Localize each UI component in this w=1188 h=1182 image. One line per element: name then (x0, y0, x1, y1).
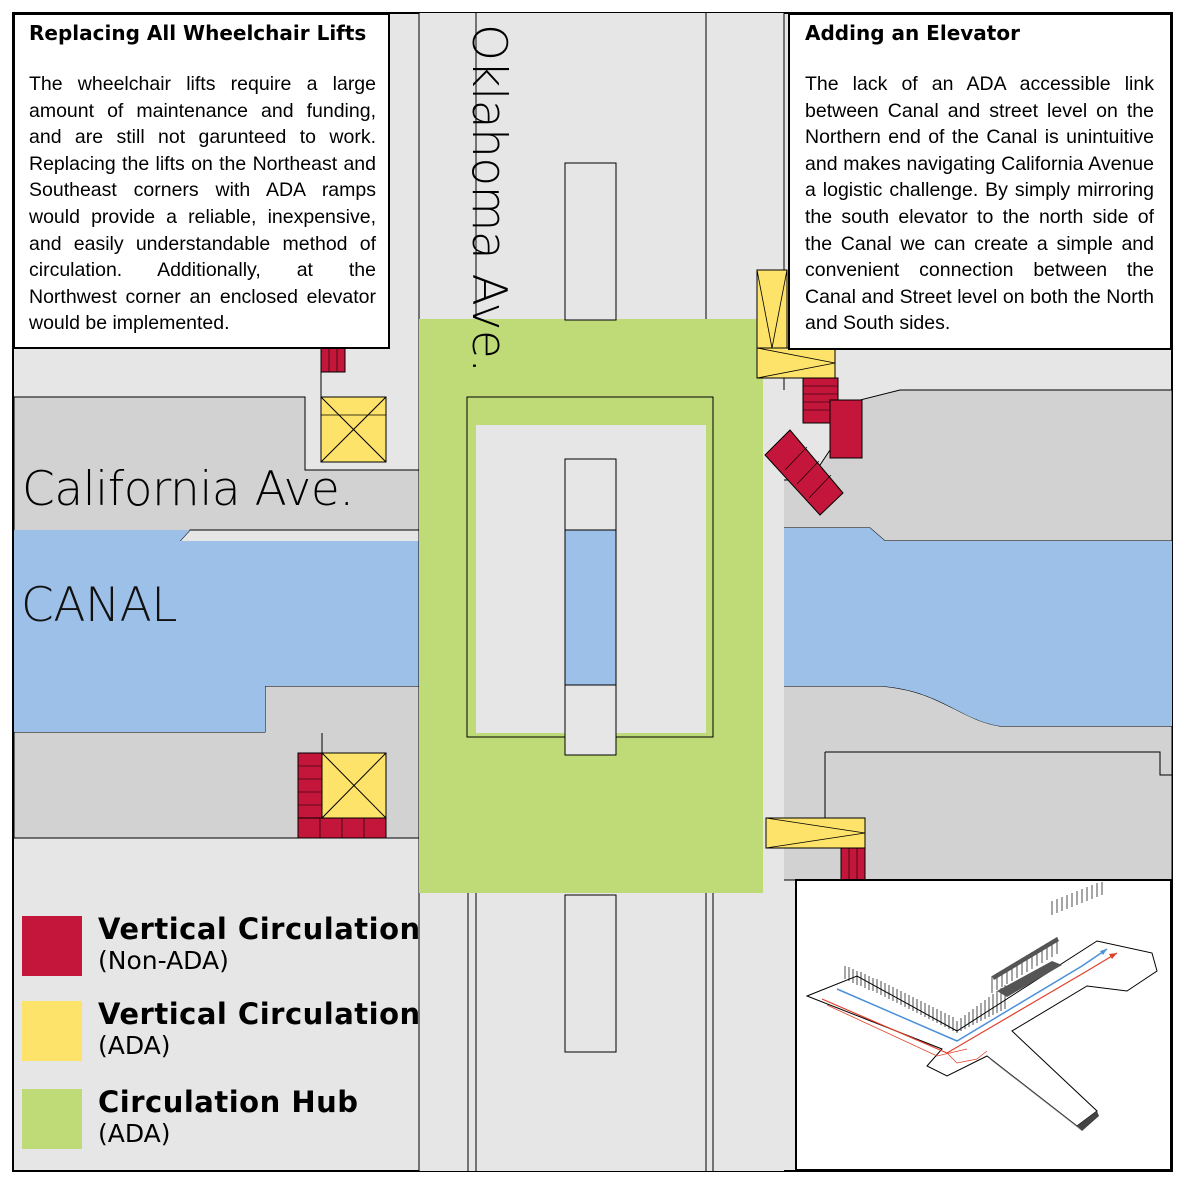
ne-lift-horizontal (756, 347, 836, 379)
oklahoma-ave-label: Oklahoma Ave. (461, 24, 516, 373)
median-center-water (564, 529, 617, 686)
legend-subtitle: (ADA) (98, 1031, 171, 1060)
wheelchair-lifts-panel: Replacing All Wheelchair Lifts The wheel… (13, 13, 390, 349)
circulation-hub (419, 319, 763, 893)
elevator-title: Adding an Elevator (805, 21, 1020, 45)
legend-subtitle: (ADA) (98, 1119, 171, 1148)
sw-stair-vertical (297, 752, 323, 819)
legend-title: Circulation Hub (98, 1085, 359, 1119)
legend-swatch-ada (22, 1001, 82, 1061)
canal-water-east (765, 528, 1172, 726)
ne-stair-landing (829, 399, 863, 459)
ne-lift-vertical (756, 269, 788, 349)
wheelchair-lifts-body: The wheelchair lifts require a large amo… (29, 73, 376, 335)
ne-stair-diagonal (764, 429, 844, 516)
legend-swatch-hub (22, 1089, 82, 1149)
median-north (564, 162, 617, 321)
legend-swatch-non-ada (22, 916, 82, 976)
se-lift (765, 817, 866, 849)
legend-title: Vertical Circulation (98, 997, 421, 1031)
se-stair (840, 847, 866, 881)
median-south (564, 894, 617, 1053)
canal-water-west-main (14, 541, 419, 686)
legend-title: Vertical Circulation (98, 912, 421, 946)
elevator-body: The lack of an ADA accessible link betwe… (805, 73, 1154, 335)
wheelchair-lifts-title: Replacing All Wheelchair Lifts (29, 21, 367, 45)
legend-subtitle: (Non-ADA) (98, 946, 229, 975)
axonometric-drawing (805, 882, 1158, 1131)
canal-label: CANAL (21, 578, 177, 633)
nw-stair (320, 346, 346, 373)
axonometric-inset (795, 879, 1172, 1171)
elevator-panel: Adding an Elevator The lack of an ADA ac… (788, 13, 1172, 350)
california-ave-label: California Ave. (22, 462, 354, 517)
